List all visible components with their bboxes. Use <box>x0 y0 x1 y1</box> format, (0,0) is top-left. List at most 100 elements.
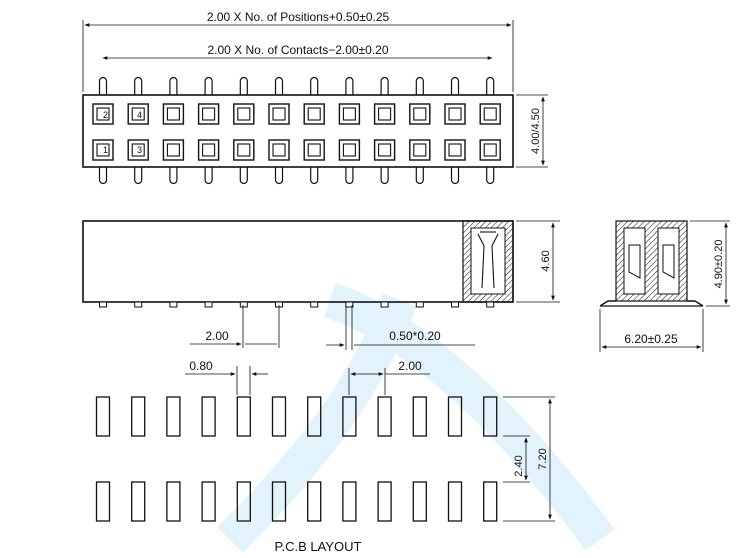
pcb-pad <box>342 396 357 437</box>
contact-inner <box>96 143 110 157</box>
dimension-positions-width: 2.00 X No. of Positions+0.50±0.25 <box>82 10 514 92</box>
pcb-pad <box>342 481 357 522</box>
pcb-layout: P.C.B LAYOUT <box>95 396 498 554</box>
contact-outer <box>303 139 325 161</box>
contact-array <box>92 103 501 161</box>
contact-outer <box>409 139 431 161</box>
pcb-layout-label: P.C.B LAYOUT <box>275 539 362 554</box>
pcb-pad <box>412 396 427 437</box>
pin-tail <box>169 301 178 308</box>
contact-inner <box>166 107 180 121</box>
contact-outer <box>268 103 290 125</box>
contact-inner <box>448 143 462 157</box>
dimension-label-end-height: 4.90±0.20 <box>713 240 725 289</box>
contact-outer <box>444 103 466 125</box>
pin-number-1: 1 <box>103 145 108 155</box>
contact-inner <box>342 143 356 157</box>
pin-lead <box>169 76 178 95</box>
contact-outer <box>444 139 466 161</box>
side-section-cut <box>462 220 514 303</box>
contact-outer <box>127 103 149 125</box>
contact-outer <box>268 139 290 161</box>
pin-tail <box>415 301 424 308</box>
contact-inner <box>307 143 321 157</box>
housing-outline <box>82 94 514 168</box>
pcb-pad <box>377 481 392 522</box>
dimension-label-positions: 2.00 X No. of Positions+0.50±0.25 <box>207 10 390 24</box>
pin-tail <box>134 301 143 308</box>
contact-outer <box>162 139 185 161</box>
contact-inner <box>448 107 462 121</box>
contact-inner <box>131 107 145 121</box>
pcb-pad <box>483 396 498 437</box>
contact-inner <box>272 143 286 157</box>
dimension-label-height: 4.00/4.50 <box>530 108 542 154</box>
contact-outer <box>92 139 114 161</box>
pin-lead <box>450 167 460 185</box>
pin-lead <box>345 76 354 95</box>
pin-tail <box>239 301 248 308</box>
contact-inner <box>96 107 110 121</box>
pin-lead <box>415 76 424 95</box>
pin-lead <box>310 167 319 185</box>
contact-outer <box>233 139 255 161</box>
contact-inner <box>237 107 251 121</box>
end-view <box>599 220 704 307</box>
dimension-label-pitch: 2.00 <box>205 329 229 343</box>
pin-lead <box>450 76 460 95</box>
pin-tail <box>310 301 319 308</box>
pcb-pad <box>307 481 322 522</box>
pin-tail <box>204 301 213 308</box>
dimension-end-width: 6.20±0.25 <box>599 309 704 352</box>
pin-lead <box>380 76 389 95</box>
watermark-logo <box>217 282 615 553</box>
pcb-pad <box>201 396 216 437</box>
pin-lead <box>204 167 213 185</box>
contact-inner <box>202 107 216 121</box>
contact-outer <box>303 103 325 125</box>
pin-lead <box>169 167 178 185</box>
contact-inner <box>342 107 356 121</box>
pcb-pad <box>236 481 251 522</box>
contact-inner <box>307 107 321 121</box>
pin-lead <box>486 167 495 185</box>
pin-lead <box>239 167 248 185</box>
pin-number-4: 4 <box>137 110 142 120</box>
pcb-pad <box>447 481 463 522</box>
contact-inner <box>413 107 427 121</box>
pcb-pad <box>447 396 463 437</box>
dimension-row-pitch: 2.40 <box>503 396 555 522</box>
dimension-height-top: 4.00/4.50 <box>516 94 548 168</box>
pin-lead <box>486 76 495 95</box>
pcb-pad <box>166 396 181 437</box>
contact-outer <box>197 103 220 125</box>
pin-lead <box>274 76 284 95</box>
pin-lead <box>274 167 284 185</box>
pin-number-2: 2 <box>103 110 108 120</box>
top-view: 2 4 1 3 <box>82 76 514 185</box>
dimension-label-pad-span: 7.20 <box>537 448 549 469</box>
dimension-pitch-side: 2.00 <box>190 305 280 348</box>
contact-outer <box>338 103 361 125</box>
contact-inner <box>483 143 497 157</box>
pcb-pad <box>236 396 251 437</box>
dimension-label-pad-pitch: 2.00 <box>398 359 422 373</box>
dimension-label-pin-size: 0.50*0.20 <box>389 329 441 343</box>
pin-tail <box>380 301 389 308</box>
pcb-pad <box>271 481 287 522</box>
pcb-pad <box>483 481 498 522</box>
contact-inner <box>378 107 392 121</box>
pcb-pad <box>412 481 427 522</box>
contact-outer <box>409 103 431 125</box>
contact-outer <box>373 139 396 161</box>
dimension-label-side-height: 4.60 <box>540 250 552 271</box>
pin-tail <box>451 301 459 308</box>
contact-outer <box>479 139 501 161</box>
side-pin-tails <box>99 301 495 308</box>
contact-outer <box>338 139 361 161</box>
contact-inner <box>272 107 286 121</box>
dimension-pad-width: 0.80 <box>185 359 268 395</box>
pin-lead <box>239 76 248 95</box>
dimension-label-contacts: 2.00 X No. of Contacts−2.00±0.20 <box>207 43 388 57</box>
dimension-pad-pitch: 2.00 <box>348 359 430 395</box>
